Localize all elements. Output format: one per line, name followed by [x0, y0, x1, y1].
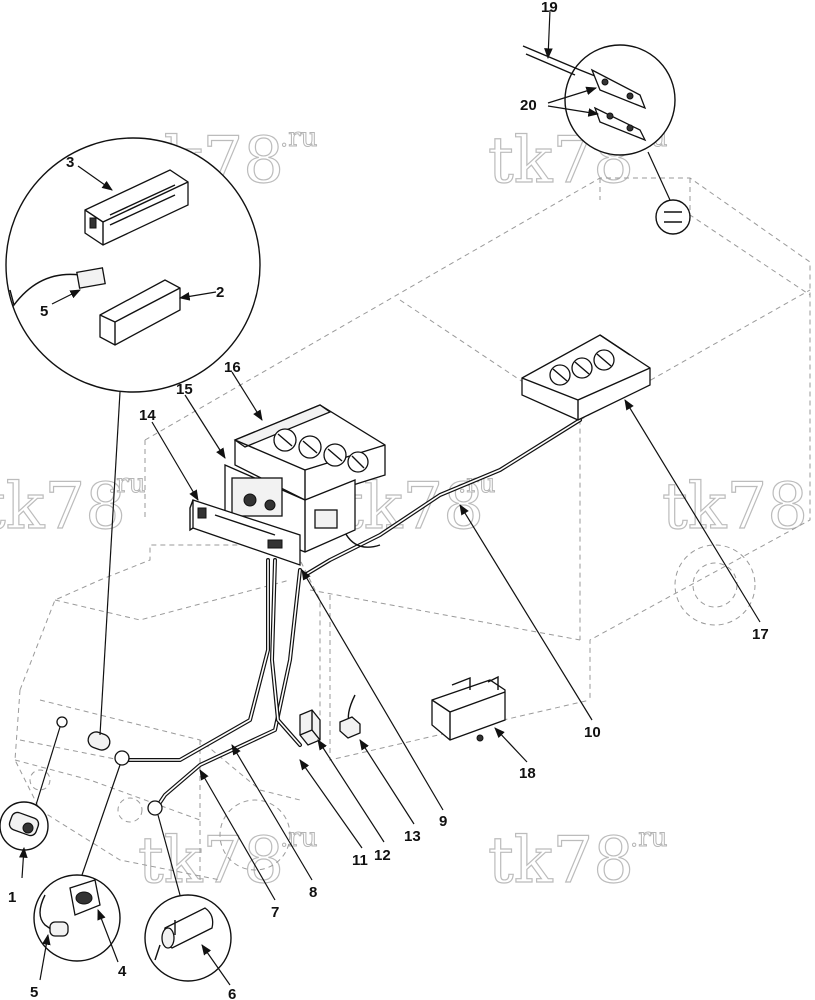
watermark-mid-left: tk78 .ru	[0, 469, 146, 545]
callout-16: 16	[224, 359, 241, 376]
controller-panel	[189, 499, 301, 566]
roof-unit-rear	[521, 334, 651, 421]
callout-14: 14	[139, 407, 156, 424]
fuse-block	[339, 716, 361, 739]
detail-circle-cable	[522, 44, 691, 235]
watermark-text: tk78	[0, 470, 126, 544]
callout-10: 10	[584, 724, 601, 741]
watermark-text: tk78	[488, 124, 634, 198]
watermark-text: tk78	[138, 824, 284, 898]
callout-19: 19	[541, 0, 558, 16]
callout-5-lamp: 5	[30, 984, 38, 1000]
watermark-suffix: .ru	[630, 823, 667, 853]
callout-1: 1	[8, 889, 16, 906]
callout-labels: 1 2 3 4 5 5 6 7 8 9 10 11 12 13 14 15 16…	[8, 0, 769, 1000]
callout-7: 7	[271, 904, 279, 921]
detail-circle-controller	[5, 137, 261, 736]
watermarks: tk78 .ru tk78 .ru tk78 .ru tk78 .ru tk78…	[0, 123, 809, 899]
detail-circle-switch	[0, 726, 61, 851]
callout-8: 8	[309, 884, 317, 901]
callout-12: 12	[374, 847, 391, 864]
callout-4: 4	[118, 963, 127, 980]
watermark-suffix: .ru	[458, 469, 495, 499]
watermark-text: tk78	[488, 824, 634, 898]
callout-13: 13	[404, 828, 421, 845]
callout-17: 17	[752, 626, 769, 643]
watermark-top-right: tk78 .ru	[487, 123, 668, 199]
roof-unit-front	[224, 404, 386, 553]
callout-11: 11	[352, 852, 368, 869]
callout-9: 9	[439, 813, 447, 830]
relay-module	[299, 709, 321, 746]
watermark-bottom-left: tk78 .ru	[137, 823, 318, 899]
callout-5-detail: 5	[40, 303, 48, 320]
detail-circle-lamp	[33, 764, 121, 962]
callout-3: 3	[66, 154, 74, 171]
callout-leaders	[19, 9, 761, 986]
callout-15: 15	[176, 381, 193, 398]
watermark-top-left: tk78 .ru	[137, 123, 318, 199]
callout-20: 20	[520, 97, 537, 114]
callout-18: 18	[519, 765, 536, 782]
watermark-suffix: .ru	[280, 823, 317, 853]
callout-2: 2	[216, 284, 224, 301]
callout-6: 6	[228, 986, 236, 1000]
cab-components	[56, 716, 163, 816]
watermark-mid-right: tk78	[661, 469, 808, 544]
watermark-bottom-right: tk78 .ru	[487, 823, 668, 899]
watermark-text: tk78	[662, 470, 808, 544]
mounting-bracket	[431, 675, 506, 742]
watermark-suffix: .ru	[280, 123, 317, 153]
detail-circle-pump	[144, 814, 232, 982]
